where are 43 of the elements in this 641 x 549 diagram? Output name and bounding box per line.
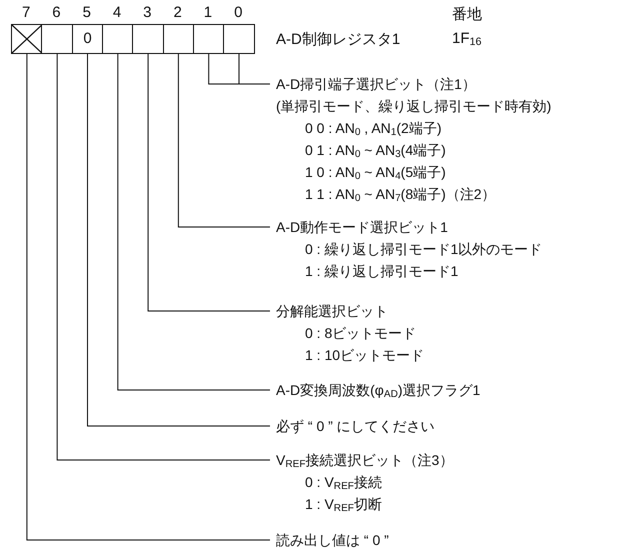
bit-field-name: 読み出し値は “ 0 ” <box>276 531 389 549</box>
bit-number: 5 <box>82 4 92 21</box>
leader-line <box>26 54 270 540</box>
note-text: (単掃引モード、繰り返し掃引モード時有効) <box>276 97 552 116</box>
bit-field-name: A-D動作モード選択ビット1 <box>276 218 449 237</box>
bit-number: 7 <box>20 4 32 21</box>
bit-number: 2 <box>172 4 183 21</box>
register-name: A-D制御レジスタ1 <box>276 30 400 49</box>
bit-cell <box>223 24 255 54</box>
bit-cell <box>162 24 194 54</box>
bit-field-name: V$_{REF}$接続選択ビット（注3） <box>276 451 454 471</box>
leader-line <box>178 54 270 228</box>
leader-line <box>148 54 270 312</box>
bit-cell: 0 <box>72 24 104 54</box>
bit-field-name: A-D変換周波数(φ$_{AD}$)選択フラグ1 <box>276 381 480 401</box>
bit-cell <box>41 24 74 54</box>
option-text: 0 : 8ビットモード <box>304 324 418 343</box>
leader-line <box>117 54 270 390</box>
leader-line <box>238 54 270 84</box>
option-text: 1 0 : AN$_{0}$ ~ AN$_{4}$(5端子) <box>304 163 447 183</box>
bit-field-name: 分解能選択ビット <box>276 302 389 321</box>
option-text: 1 : V$_{REF}$切断 <box>304 495 383 515</box>
option-text: 0 : V$_{REF}$接続 <box>304 473 383 493</box>
bit-cell <box>102 24 134 54</box>
bit-number: 1 <box>202 4 214 21</box>
bit-cell <box>192 24 225 54</box>
bit-field-name: 必ず “ 0 ” にしてください <box>276 417 435 436</box>
option-text: 0 0 : AN$_{0}$ , AN$_{1}$(2端子) <box>304 119 443 139</box>
option-text: 0 1 : AN$_{0}$ ~ AN$_{3}$(4端子) <box>304 141 447 161</box>
bit-field-name: A-D掃引端子選択ビット（注1） <box>276 75 477 94</box>
bit-number: 3 <box>142 4 152 21</box>
bit-number: 0 <box>233 4 244 21</box>
bit-number: 4 <box>112 4 122 21</box>
address-value: 1F$_{16}$ <box>452 30 482 47</box>
bit-cell <box>132 24 164 54</box>
leader-line <box>56 54 270 460</box>
bit-number: 6 <box>51 4 62 21</box>
option-text: 0 : 繰り返し掃引モード1以外のモード <box>304 240 542 259</box>
leader-line <box>87 54 270 426</box>
address-heading: 番地 <box>452 5 482 24</box>
option-text: 1 1 : AN$_{0}$ ~ AN$_{7}$(8端子)（注2） <box>304 185 497 205</box>
option-text: 1 : 10ビットモード <box>304 346 424 365</box>
option-text: 1 : 繰り返し掃引モード1 <box>304 262 460 281</box>
